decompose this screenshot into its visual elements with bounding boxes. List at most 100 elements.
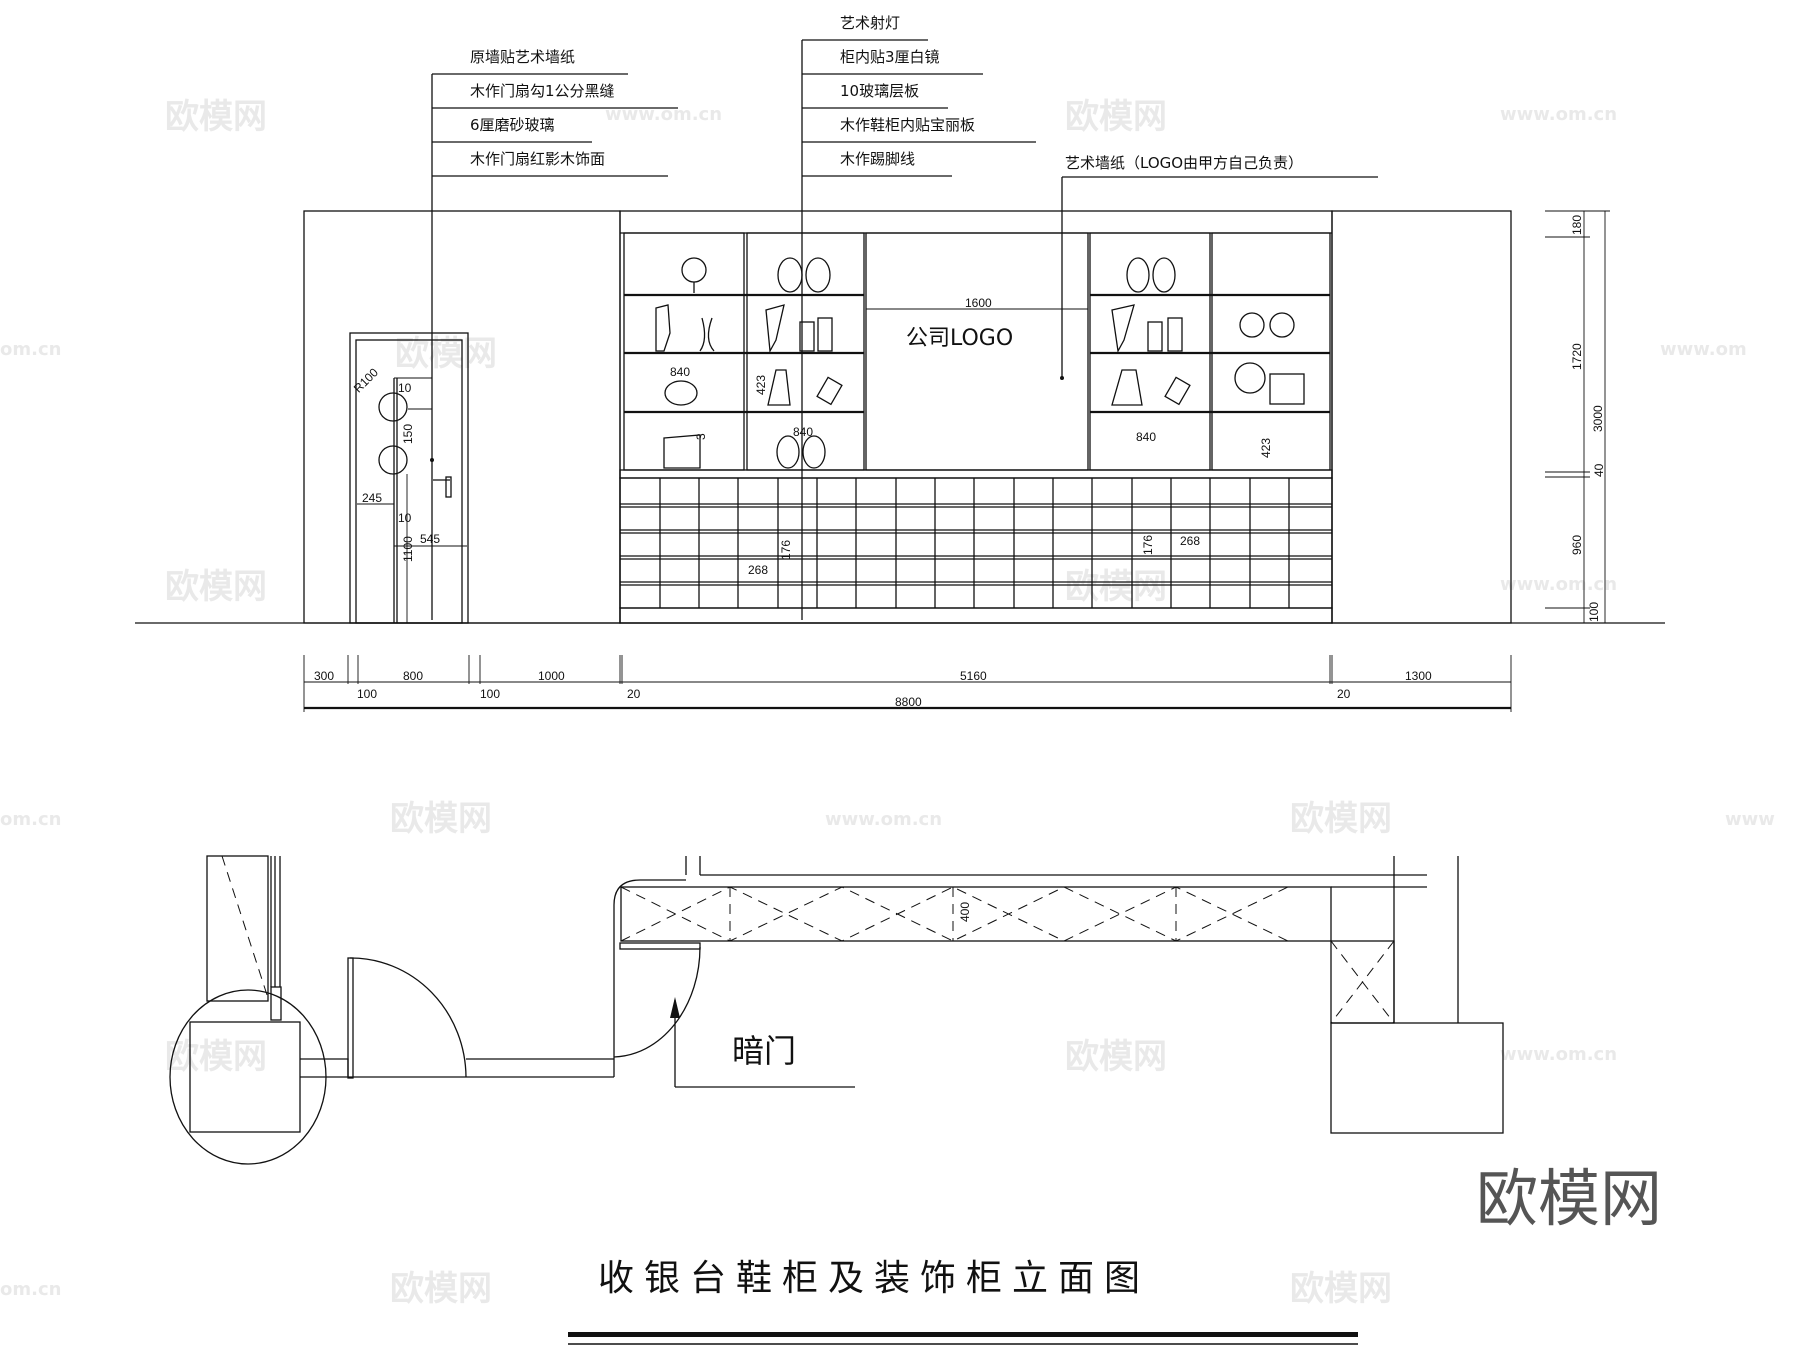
skirting-kickboard xyxy=(619,607,1333,624)
arrow-up-icon xyxy=(670,997,680,1018)
watermark: 欧模网 xyxy=(165,97,267,137)
watermark-url: www.om.cn xyxy=(1500,1044,1617,1065)
decor-pot xyxy=(664,380,698,406)
dim-cubby-width-right: 268 xyxy=(1180,534,1200,548)
watermark: 欧模网 xyxy=(165,1037,267,1077)
logo-plate xyxy=(896,318,1036,356)
decor-ship xyxy=(1111,369,1143,406)
dim-shelf-width-left: 840 xyxy=(670,365,690,379)
column-hatched-right xyxy=(1330,1022,1504,1134)
decor-vase xyxy=(777,257,803,293)
logo-label: 公司LOGO xyxy=(906,326,1013,351)
cabinet-frame xyxy=(619,210,1333,624)
watermark: 欧模网 xyxy=(1065,1037,1167,1077)
watermark: 欧模网 xyxy=(1065,97,1167,137)
decor-frame xyxy=(816,376,843,406)
decor-vase xyxy=(802,435,826,469)
annotation-glass-shelf: 10玻璃层板 xyxy=(840,82,919,100)
annotation-wallpaper: 原墙贴艺术墙纸 xyxy=(470,48,575,66)
watermark: 欧模网 xyxy=(1290,1269,1392,1309)
hatched-wall-right xyxy=(1331,210,1512,624)
watermark-url: www.om.cn xyxy=(605,104,722,125)
dim-circle-gap: 150 xyxy=(401,424,415,444)
door-glass-circle-bottom xyxy=(378,445,408,475)
dim-shelf-width-right: 840 xyxy=(1136,430,1156,444)
decor-teddy-bear xyxy=(1234,362,1266,394)
dim-h-100a: 100 xyxy=(357,687,377,701)
decor-frame xyxy=(1164,376,1191,406)
door-glass-circle-top xyxy=(378,392,408,422)
display-shelf-4 xyxy=(1211,232,1331,471)
watermark-url: www.om.cn xyxy=(825,809,942,830)
dim-v-1720: 1720 xyxy=(1570,343,1584,370)
plan-view: 暗门 400 xyxy=(169,855,1504,1165)
dim-door-width-offset: 545 xyxy=(420,532,440,546)
watermark: 欧模网 xyxy=(395,334,497,374)
decor-vases-group xyxy=(663,434,701,469)
decor-vase xyxy=(1126,257,1150,293)
annotation-skirting: 木作踢脚线 xyxy=(840,150,915,168)
dim-h-100b: 100 xyxy=(480,687,500,701)
decor-items xyxy=(655,257,1305,469)
dim-door-left-offset: 245 xyxy=(362,491,382,505)
title-block: 收银台鞋柜及装饰柜立面图 xyxy=(568,1258,1358,1345)
annotation-shoe-cabinet: 木作鞋柜内贴宝丽板 xyxy=(840,116,975,134)
vertical-dimensions: 180 1720 3000 40 960 100 xyxy=(1545,210,1610,623)
watermark: 欧模网 xyxy=(390,1269,492,1309)
watermark: 欧模网 xyxy=(390,799,492,839)
dim-shelf-height: 423 xyxy=(754,375,768,395)
decor-vase xyxy=(805,257,831,293)
decor-vase xyxy=(1152,257,1176,293)
dim-h-8800: 8800 xyxy=(895,695,922,709)
watermark-url: www.om.cn xyxy=(1500,574,1617,595)
decor-cone-vase xyxy=(1111,304,1135,354)
door-leaf-plan xyxy=(347,957,354,1079)
dim-h-5160: 5160 xyxy=(960,669,987,683)
hidden-door-label: 暗门 xyxy=(732,1032,796,1070)
hidden-door-swing-arc xyxy=(613,946,701,1058)
dim-h-300: 300 xyxy=(314,669,334,683)
dim-h-800: 800 xyxy=(403,669,423,683)
watermark-url: www.om.cn xyxy=(1500,104,1617,125)
annotation-mirror: 柜内贴3厘白镜 xyxy=(840,48,940,66)
decor-vase xyxy=(776,435,800,469)
decor-jar xyxy=(817,317,833,352)
dim-cubby-width: 268 xyxy=(748,563,768,577)
watermark: 欧模网 xyxy=(1290,799,1392,839)
dim-door-gap-top: 10 xyxy=(398,381,412,395)
dim-logo-width: 1600 xyxy=(965,296,992,310)
decor-ship xyxy=(767,369,791,406)
dim-handle-height: 1100 xyxy=(401,536,415,562)
dim-h-20b: 20 xyxy=(1337,687,1351,701)
cabinet-plan-strip xyxy=(620,886,1332,942)
dim-partial: 3 xyxy=(694,433,708,440)
annotation-logo-wallpaper: 艺术墙纸（LOGO由甲方自己负责） xyxy=(1065,154,1303,172)
dim-cubby-height-right: 176 xyxy=(1141,535,1155,555)
annotation-frosted-glass: 6厘磨砂玻璃 xyxy=(470,116,555,134)
dim-h-1300: 1300 xyxy=(1405,669,1432,683)
dim-shelf-width-mid: 840 xyxy=(793,425,813,439)
dim-v-960: 960 xyxy=(1570,535,1584,555)
decor-globe xyxy=(681,257,707,283)
dim-h-20a: 20 xyxy=(627,687,641,701)
decor-sculpture xyxy=(699,317,715,352)
dim-h-1000: 1000 xyxy=(538,669,565,683)
watermarks: 欧模网 www.om.cn 欧模网 www.om.cn om.cn 欧模网 ww… xyxy=(0,97,1775,1309)
decor-teapot xyxy=(1269,373,1305,405)
decor-rabbit xyxy=(1239,312,1265,338)
dim-shelf-height-right: 423 xyxy=(1259,438,1273,458)
cabinet-counter xyxy=(619,469,1333,479)
watermark-url: www xyxy=(1725,809,1775,830)
decor-rabbit xyxy=(1269,312,1295,338)
watermark-url: om.cn xyxy=(0,339,61,360)
annotation-door-veneer: 木作门扇红影木饰面 xyxy=(470,150,605,168)
decor-jar xyxy=(1147,321,1163,352)
watermark: 欧模网 xyxy=(165,567,267,607)
dim-v-100: 100 xyxy=(1587,602,1601,622)
decor-jar xyxy=(1167,317,1183,352)
title-underline-thick xyxy=(568,1332,1358,1337)
watermark-url: www.om xyxy=(1660,339,1747,360)
annotation-group-left: 原墙贴艺术墙纸 木作门扇勾1公分黑缝 6厘磨砂玻璃 木作门扇红影木饰面 xyxy=(431,48,678,620)
horizontal-dimensions: 300 100 800 100 1000 20 5160 20 1300 880… xyxy=(303,655,1512,712)
